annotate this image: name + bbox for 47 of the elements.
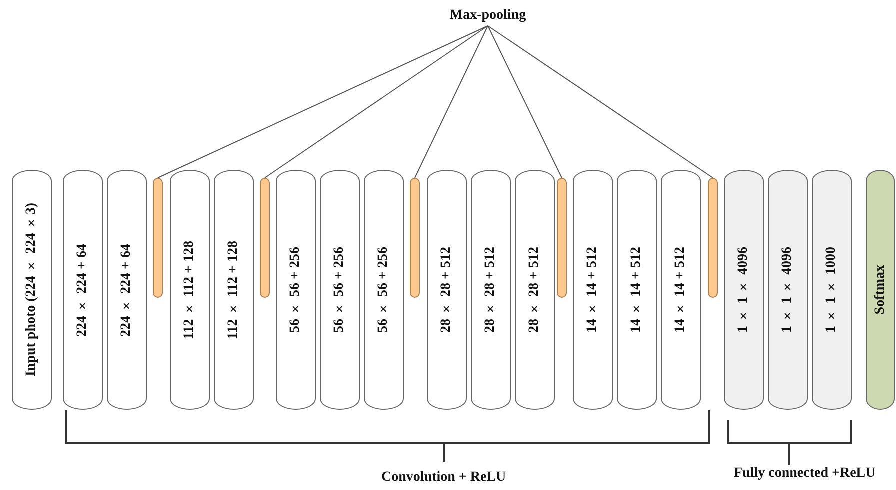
layer-cylinder <box>427 170 467 410</box>
layer-label: 14 × 14 + 512 <box>629 247 645 333</box>
leader-line <box>158 26 488 178</box>
layer-cylinder <box>214 170 254 410</box>
layer-cylinder <box>573 170 613 410</box>
layer-label: 14 × 14 + 512 <box>585 247 601 333</box>
layer-label: 112 × 112 + 128 <box>226 240 242 340</box>
layer-cylinder <box>617 170 657 410</box>
layer-label: 224 × 224 + 64 <box>119 244 135 336</box>
layer-caption: Max-pooling <box>436 6 540 26</box>
pooling-bar <box>557 178 567 298</box>
pooling-bar <box>260 178 270 298</box>
layer-label: 1 × 1 × 4096 <box>780 247 796 333</box>
layer-label: 56 × 56 + 256 <box>288 247 304 333</box>
layer-cylinder <box>866 170 895 410</box>
layer-label: 14 × 14 + 512 <box>673 247 689 333</box>
layer-label: Softmax <box>872 265 888 315</box>
layer-label: Input photo (224 × 224 ×3) <box>24 203 40 377</box>
layer-label: 28 × 28 + 512 <box>527 247 543 333</box>
layer-cylinder <box>107 170 147 410</box>
layer-cylinder <box>170 170 210 410</box>
layer-cylinder <box>812 170 852 410</box>
group-label: Convolution + ReLU <box>382 470 506 486</box>
pooling-bar <box>410 178 420 298</box>
layer-label: 112 × 112 + 128 <box>182 240 198 340</box>
layer-label: 28 × 28 + 512 <box>439 247 455 333</box>
leader-line <box>264 26 488 178</box>
layer-label: 224 × 224 + 64 <box>75 244 91 336</box>
pooling-bar <box>708 178 718 298</box>
layer-cylinder <box>515 170 555 410</box>
layer-cylinder <box>12 170 52 410</box>
layer-cylinder <box>768 170 808 410</box>
leader-line <box>488 26 714 178</box>
layer-label: 28 × 28 + 512 <box>483 247 499 333</box>
layer-label: 1 × 1 × 1000 <box>824 247 840 333</box>
layer-cylinder <box>724 170 764 410</box>
layer-label: 56 × 56 + 256 <box>376 247 392 333</box>
layer-cylinder <box>320 170 360 410</box>
layer-cylinder <box>471 170 511 410</box>
pooling-bar <box>153 178 163 298</box>
layer-cylinder <box>661 170 701 410</box>
layer-label: 1 × 1 × 4096 <box>736 247 752 333</box>
layer-label: 56 × 56 + 256 <box>332 247 348 333</box>
layer-cylinder <box>276 170 316 410</box>
layer-cylinder <box>364 170 404 410</box>
layer-cylinder <box>63 170 103 410</box>
group-label: Fully connected +ReLU <box>734 466 876 482</box>
